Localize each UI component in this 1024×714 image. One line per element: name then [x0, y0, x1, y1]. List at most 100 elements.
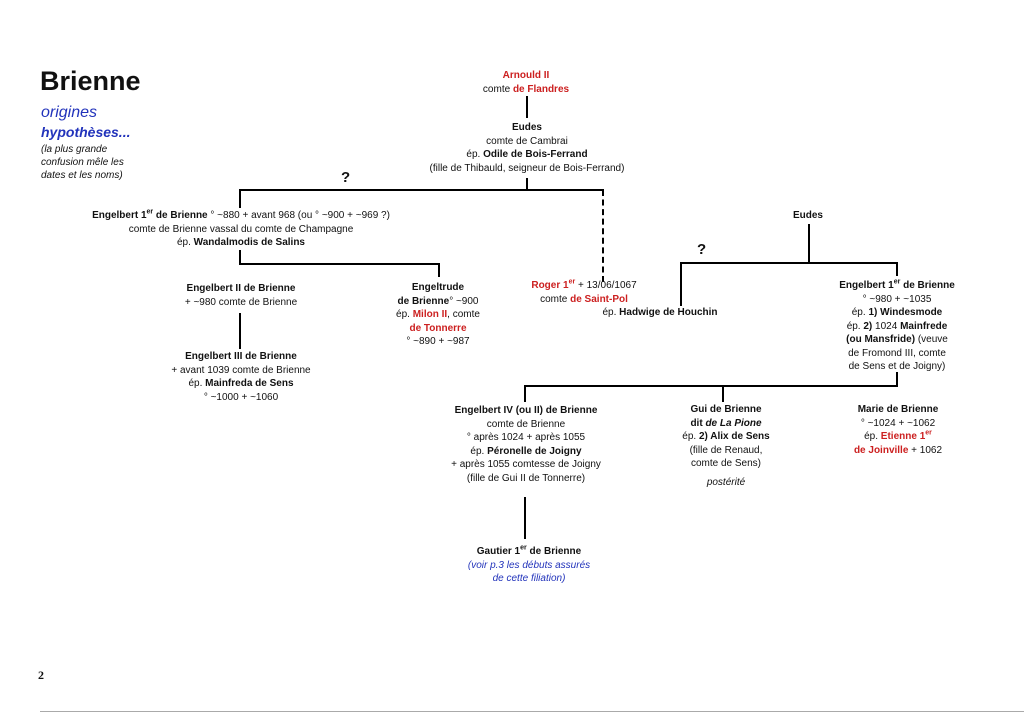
subtitle-hypotheses: hypothèses... [41, 124, 131, 140]
person-hadwige: ép. Hadwige de Houchin [585, 306, 735, 320]
person-engelbert-4: Engelbert IV (ou II) de Brienne comte de… [431, 404, 621, 485]
person-dates: + 13/06/1067 [575, 280, 637, 291]
header-note: (la plus grande confusion mêle les dates… [41, 143, 124, 182]
person-engelbert-1: Engelbert 1er de Brienne ° ~880 + avant … [61, 209, 421, 250]
connector-line [524, 385, 526, 402]
person-eudes-right: Eudes [778, 209, 838, 223]
spouse-note: (fille de Gui II de Tonnerre) [466, 472, 586, 484]
connector-line [808, 224, 810, 262]
person-name: Engelbert II de Brienne [186, 283, 296, 294]
person-place: de Flandres [512, 83, 570, 95]
connector-line [896, 262, 898, 276]
spouse-name: Odile de Bois-Ferrand [483, 149, 588, 160]
spouse-name: 2) Alix de Sens [698, 431, 770, 442]
cross-reference-note: de cette filiation) [492, 573, 566, 584]
person-roger-1: Roger 1er + 13/06/1067 comte de Saint-Po… [514, 279, 654, 306]
marriage-prefix: ép. [470, 445, 488, 457]
marriage-prefix: ép. [864, 431, 881, 442]
ordinal-sup: er [568, 278, 576, 286]
person-engeltrude: Engeltrude de Brienne° ~900 ép. Milon II… [378, 281, 498, 349]
ordinal-sup: er [520, 544, 527, 552]
spouse-place: de Joinville [853, 444, 909, 456]
spouse-note: + après 1055 comtesse de Joigny [451, 459, 601, 470]
marriage-number: 2) [863, 320, 876, 332]
marriage-prefix: ép. [396, 309, 413, 320]
marriage-prefix: ép. [682, 431, 699, 442]
person-name-rest: de Brienne [526, 546, 582, 557]
header-note-line: (la plus grande [41, 144, 108, 155]
spouse-name: Mainfreda de Sens [205, 378, 294, 389]
marriage-prefix: ép. [602, 307, 620, 318]
spouse-dates: + 1062 [908, 444, 943, 456]
ordinal-sup: er [146, 208, 154, 216]
person-title: comte [540, 293, 571, 305]
person-name-rest: de Brienne [900, 280, 955, 291]
spouse-title: , comte [447, 309, 480, 320]
person-title: comte [482, 83, 513, 95]
spouse-name: Wandalmodis de Salins [193, 237, 305, 248]
connector-line [438, 263, 440, 277]
spouse-name: Milon II [412, 309, 448, 320]
person-title: + avant 1039 comte de Brienne [171, 364, 311, 376]
person-title: + ~980 comte de Brienne [184, 296, 298, 308]
person-dates: ° ~980 + ~1035 [862, 293, 932, 305]
person-name: Engelbert 1 [839, 280, 894, 291]
spouse-name: Etienne 1 [880, 431, 926, 442]
connector-line [526, 178, 528, 190]
person-name: Engeltrude [411, 282, 465, 293]
connector-line [680, 262, 898, 264]
person-alias-prefix: dit [690, 417, 706, 429]
person-gautier-1: Gautier 1er de Brienne (voir p.3 les déb… [444, 545, 614, 586]
person-engelbert-2: Engelbert II de Brienne + ~980 comte de … [161, 282, 321, 309]
person-arnould-ii: Arnould II comte de Flandres [476, 69, 576, 96]
spouse-note: comte de Sens) [690, 458, 762, 469]
connector-line [526, 96, 528, 118]
person-name: Gui de Brienne [690, 404, 762, 415]
marriage-prefix: ép. [188, 378, 206, 389]
person-marie: Marie de Brienne ° ~1024 + ~1062 ép. Eti… [833, 403, 963, 457]
person-title: comte de Cambrai [486, 135, 568, 147]
page-title: Brienne [40, 66, 141, 96]
spouse-name: Mainfrede [900, 320, 948, 332]
page-bottom-divider [40, 711, 1024, 712]
question-mark: ? [697, 241, 707, 258]
person-dates: ° ~900 [449, 295, 479, 307]
header-note-line: confusion mêle les [41, 157, 124, 168]
person-place: de Saint-Pol [570, 293, 628, 305]
person-name: Engelbert III de Brienne [185, 351, 297, 362]
marriage-prefix: ép. [851, 307, 869, 318]
connector-line [524, 497, 526, 539]
person-name: Gautier 1 [476, 546, 521, 557]
marriage-year: 1024 [875, 320, 901, 332]
connector-line [239, 189, 604, 191]
connector-line [239, 250, 241, 264]
question-mark: ? [341, 169, 351, 186]
person-name: Roger 1 [531, 280, 569, 291]
spouse-note: de Sens et de Joigny) [848, 361, 946, 372]
person-name: Eudes [792, 210, 823, 221]
subtitle-origines: origines [41, 104, 98, 121]
connector-line [680, 262, 682, 306]
spouse-note: de Fromond III, comte [848, 347, 946, 359]
person-dates: ° ~880 + avant 968 (ou ° ~900 + ~969 ?) [207, 210, 390, 221]
person-name: Engelbert 1 [92, 210, 147, 221]
connector-line [239, 263, 439, 265]
person-name: Eudes [511, 122, 542, 133]
spouse-name: 1) Windesmode [868, 307, 943, 318]
ordinal-sup: er [925, 429, 932, 437]
connector-line [239, 313, 241, 349]
person-name: Marie de Brienne [857, 404, 939, 415]
person-title: comte de Brienne vassal du comte de Cham… [128, 223, 354, 235]
dashed-connector-line [602, 190, 604, 282]
spouse-note: (fille de Renaud, [689, 444, 763, 456]
connector-line [896, 372, 898, 386]
spouse-name: Péronelle de Joigny [487, 445, 582, 457]
person-name: Arnould II [502, 70, 550, 81]
person-name-rest: de Brienne [397, 295, 450, 307]
page-number: 2 [38, 668, 44, 682]
person-engelbert-3: Engelbert III de Brienne + avant 1039 co… [151, 350, 331, 404]
marriage-prefix: ép. [466, 149, 484, 160]
person-alias: de La Pione [705, 417, 762, 429]
spouse-dates: ° ~890 + ~987 [406, 336, 470, 347]
person-dates: ° ~1024 + ~1062 [860, 417, 936, 429]
